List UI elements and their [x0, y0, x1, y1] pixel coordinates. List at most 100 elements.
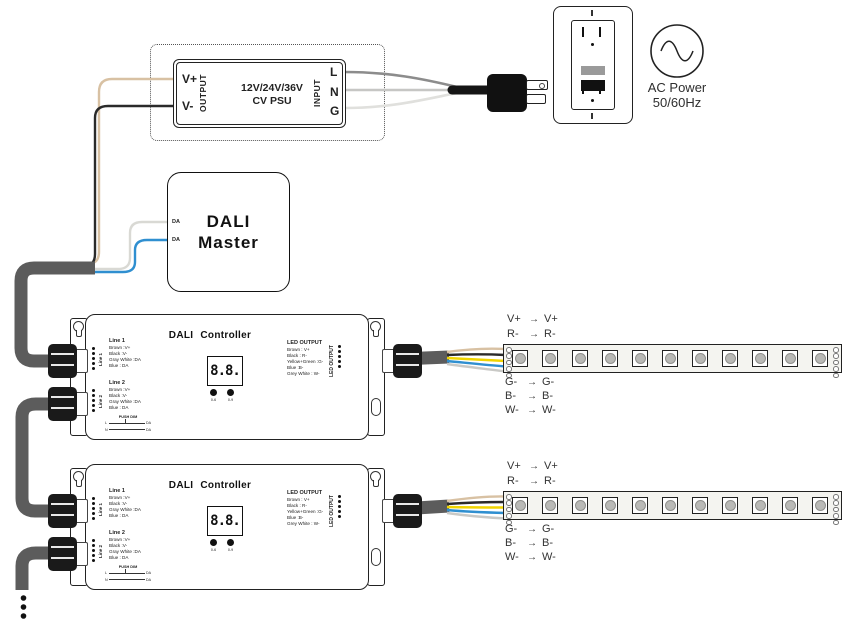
- legend-row: Blue :B-: [287, 514, 304, 520]
- wire-live: [343, 70, 458, 89]
- terminal-dot: [92, 361, 96, 366]
- psu-voltage: 12V/24V/36V: [241, 82, 303, 94]
- terminal-dot: [833, 359, 839, 366]
- ac-symbol-circle: [650, 24, 704, 78]
- cable-gland-line2: [48, 537, 88, 571]
- legend-row: Black :V-: [109, 542, 128, 548]
- led-strip: [503, 491, 842, 526]
- led-module: [602, 497, 618, 514]
- signal-to: R-: [544, 328, 556, 340]
- led-wire-yellowgreen-2: [446, 505, 507, 509]
- legend-row: Grey White : W-: [287, 520, 320, 526]
- pad-mapping-row: V+ → V+: [507, 460, 561, 472]
- switch-line: [108, 569, 145, 574]
- address-button-ones: [227, 539, 234, 546]
- terminal-dot: [92, 393, 96, 398]
- led-wire-black-1: [446, 353, 507, 357]
- led-module: [572, 497, 588, 514]
- address-button-ones-label: 0-9: [227, 398, 234, 402]
- led-strip: [503, 344, 842, 379]
- terminal-dot: [506, 359, 512, 366]
- push-dim-left: L: [105, 421, 107, 426]
- led-output-vertical-label: LED OUTPUT: [329, 345, 335, 377]
- dali-master-line1: DALI: [206, 212, 251, 231]
- led-chip: [784, 500, 796, 511]
- terminal-dot: [833, 519, 839, 526]
- socket-ground-hole: [591, 99, 594, 102]
- led-module: [752, 350, 768, 367]
- dali-controller-1: DALI Controller Line 1 Line 1 Brown :V+ …: [45, 312, 425, 444]
- terminal-dot: [92, 558, 96, 563]
- terminal-dot: [92, 516, 96, 521]
- gland-body: [48, 387, 77, 421]
- led-module: [512, 350, 528, 367]
- led-module: [812, 350, 828, 367]
- push-dim-row: L DA: [105, 569, 151, 577]
- signal-to: V+: [544, 460, 558, 472]
- psu-output-label: OUTPUT: [198, 74, 208, 113]
- led-chip: [574, 500, 586, 511]
- signal-from: G-: [505, 376, 518, 388]
- solder-pads-left: [506, 347, 512, 379]
- line1-legend: Line 1 Brown :V+ Black :V- Gray White :D…: [109, 338, 171, 369]
- terminal-dot: [92, 501, 96, 506]
- terminal-dot: [92, 553, 96, 558]
- terminal-dot: [833, 506, 839, 513]
- led-chip: [544, 500, 556, 511]
- ac-power-line1: AC Power: [647, 80, 707, 95]
- gland-body: [48, 494, 77, 528]
- wire-da-top: [80, 220, 168, 271]
- wire-ground: [343, 91, 458, 110]
- legend-row: Black :V-: [109, 392, 128, 398]
- led-wire-greywhite-2: [446, 511, 507, 520]
- push-dim-diagram: PUSH DIM L DA N DA: [105, 415, 151, 439]
- address-button-tens: [210, 389, 217, 396]
- terminal-dot: [338, 499, 342, 504]
- address-button-ones: [227, 389, 234, 396]
- signal-to: B-: [542, 390, 553, 402]
- signal-to: W-: [542, 404, 556, 416]
- terminal-dot: [338, 349, 342, 354]
- push-dim-row: L DA: [105, 419, 151, 427]
- led-wire-black-2: [446, 500, 507, 506]
- terminal-dot: [506, 506, 512, 513]
- arrow-icon: →: [527, 376, 537, 388]
- socket-slot: [582, 27, 584, 37]
- terminal-dot: [833, 513, 839, 519]
- terminal-dot: [92, 548, 96, 553]
- push-dim-row: N DA: [105, 577, 151, 584]
- wall-outlet: [553, 6, 633, 124]
- terminal-dot: [506, 494, 512, 500]
- pad-mapping-row: W- → W-: [505, 404, 559, 416]
- master-da-terminal-top: DA: [172, 219, 180, 225]
- signal-from: G-: [505, 523, 518, 535]
- led-module: [782, 350, 798, 367]
- led-module: [632, 350, 648, 367]
- terminal-dot: [92, 347, 96, 351]
- psu-vminus-terminal: V-: [182, 99, 194, 113]
- led-module: [752, 497, 768, 514]
- address-display: 8.8.: [207, 506, 243, 536]
- led-module: [542, 497, 558, 514]
- legend-row: Brown :V+: [109, 387, 131, 392]
- switch-line: [109, 579, 145, 581]
- signal-from: B-: [505, 537, 516, 549]
- line1-heading: Line 1: [109, 488, 125, 494]
- prong-hole: [539, 82, 545, 89]
- line1-vertical-label: Line 1: [98, 503, 103, 517]
- oval-mount-slot: [370, 548, 381, 566]
- keyhole-stem: [372, 330, 379, 337]
- solder-pads-right: [833, 347, 839, 379]
- socket-slot: [599, 84, 601, 94]
- led-module: [812, 497, 828, 514]
- pad-mapping-row: R- → R-: [507, 475, 561, 487]
- terminal-dot: [833, 347, 839, 353]
- led-output-heading: LED OUTPUT: [287, 490, 323, 496]
- daisy-chain-cable: [15, 397, 56, 518]
- legend-row: Blue : DA: [109, 512, 129, 518]
- legend-row: Black :V-: [109, 500, 128, 506]
- led-module: [602, 350, 618, 367]
- cable-gland-led-output: [382, 344, 422, 378]
- push-dim-title: PUSH DIM: [118, 565, 138, 569]
- led-module: [722, 497, 738, 514]
